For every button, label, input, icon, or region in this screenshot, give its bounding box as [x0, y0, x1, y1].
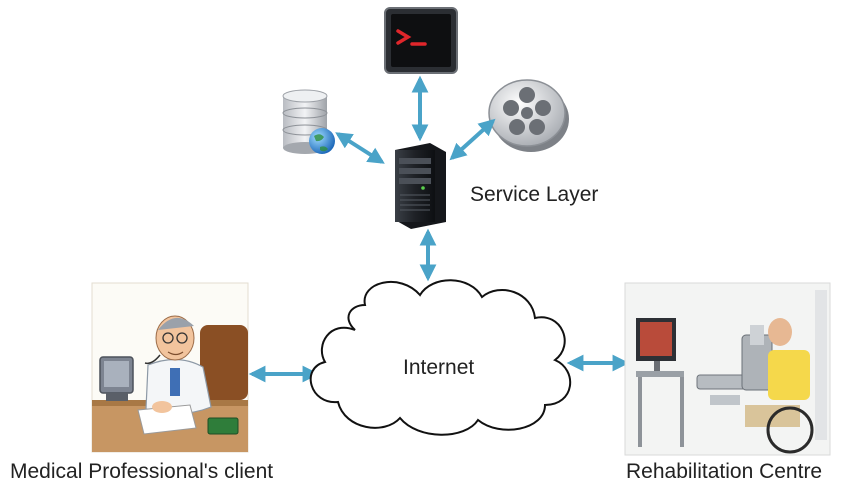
terminal-icon	[384, 7, 458, 74]
medical-client-label: Medical Professional's client	[10, 460, 274, 483]
rehab-centre-label: Rehabilitation Centre	[626, 460, 823, 483]
rehab-robot-photo	[624, 282, 831, 456]
arrow-server-database	[335, 132, 385, 164]
database-globe-icon	[282, 89, 335, 154]
server-tower-icon	[395, 143, 446, 229]
internet-label: Internet	[403, 356, 475, 379]
arrow-server-film	[449, 118, 496, 161]
doctor-illustration	[91, 282, 249, 453]
service-layer-label: Service Layer	[470, 183, 599, 206]
film-reel-icon	[488, 79, 569, 152]
internet-cloud	[309, 279, 572, 436]
